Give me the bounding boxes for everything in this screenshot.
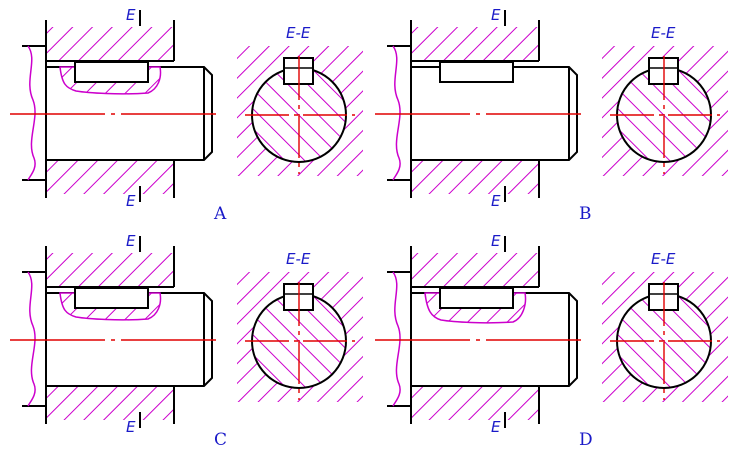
panel-c: E E C E-E (10, 232, 363, 449)
hub-top-hatch (46, 27, 174, 61)
section-label-bottom: E (491, 192, 501, 210)
hub-bottom-hatch (46, 386, 174, 420)
shaft-circle-hatch (252, 294, 346, 388)
key (74, 287, 149, 309)
shaft-circle-hatch (617, 294, 711, 388)
cross-section: E-E (237, 250, 363, 402)
key (439, 61, 514, 83)
section-label-bottom: E (126, 418, 136, 436)
section-label-top: E (126, 6, 136, 24)
panel-b: E E B E-E (375, 6, 728, 224)
section-view-label: E-E (651, 24, 676, 42)
hub-top-hatch (411, 253, 539, 287)
shaft-circle-hatch (252, 68, 346, 162)
cross-section: E-E (602, 250, 728, 402)
section-view-label: E-E (286, 24, 311, 42)
cross-section: E-E (237, 24, 363, 176)
break-line (27, 45, 36, 181)
cross-section: E-E (602, 24, 728, 176)
section-view-label: E-E (286, 250, 311, 268)
section-label-top: E (491, 232, 501, 250)
section-label-bottom: E (126, 192, 136, 210)
hub-bottom-hatch (46, 160, 174, 194)
break-line (392, 45, 401, 181)
shaft-circle-hatch (617, 68, 711, 162)
break-line (392, 271, 401, 407)
panel-d: E E D E-E (375, 232, 728, 449)
hub-top-hatch (411, 27, 539, 61)
hub-bottom-hatch (411, 386, 539, 420)
panel-a: E E A E-E (10, 6, 363, 224)
section-label-top: E (491, 6, 501, 24)
break-line (27, 271, 36, 407)
hub-bottom-hatch (411, 160, 539, 194)
option-label: A (213, 204, 227, 224)
key (74, 61, 149, 83)
option-label: D (579, 430, 593, 449)
section-label-bottom: E (491, 418, 501, 436)
option-label: B (579, 204, 592, 224)
hub-top-hatch (46, 253, 174, 287)
key (439, 287, 514, 309)
section-view-label: E-E (651, 250, 676, 268)
section-label-top: E (126, 232, 136, 250)
option-label: C (214, 430, 227, 449)
